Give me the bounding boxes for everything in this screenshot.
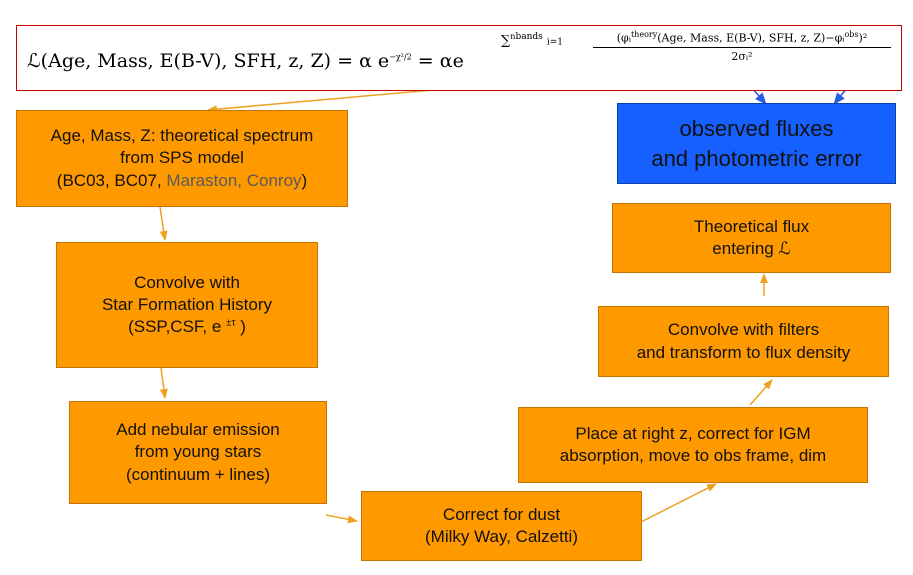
formula-equals: = αe: [417, 50, 464, 72]
arrow-dust-to-igm: [640, 483, 717, 523]
box-filters: Convolve with filters and transform to f…: [598, 306, 889, 377]
sps-line1: Age, Mass, Z: theoretical spectrum: [50, 126, 314, 146]
nebular-line1: Add nebular emission: [116, 420, 280, 440]
formula-denominator: 2σᵢ²: [731, 49, 753, 63]
box-igm: Place at right z, correct for IGM absorp…: [518, 407, 868, 483]
theory-flux-line2: entering ℒ: [712, 239, 791, 258]
arrow-sps-to-sfh: [159, 206, 168, 241]
sps-line3: (BC03, BC07, Maraston, Conroy): [57, 170, 307, 192]
sps-line2: from SPS model: [120, 148, 244, 168]
sps-line3-c: ): [301, 170, 308, 190]
numerator-mid: (Age, Mass, E(B-V), SFH, z, Z)−φᵢ: [657, 31, 845, 45]
nebular-line3: (continuum + lines): [125, 464, 271, 484]
arrow-formula-to-sps: [207, 87, 456, 114]
sfh-line2: Star Formation History: [101, 294, 273, 314]
formula-fraction: (φᵢtheory(Age, Mass, E(B-V), SFH, z, Z)−…: [593, 30, 891, 63]
box-theoretical-flux: Theoretical flux entering ℒ: [612, 203, 891, 273]
sfh-line1: Convolve with: [134, 272, 240, 292]
box-nebular-emission: Add nebular emission from young stars (c…: [69, 401, 327, 504]
numerator-start: (φᵢ: [616, 31, 631, 45]
sum-upper-n: n: [510, 32, 516, 41]
formula-lhs-exponent: −χ²/2: [389, 52, 412, 62]
sum-upper: nbands: [510, 32, 543, 42]
filters-line2: and transform to flux density: [636, 342, 851, 362]
sfh-line3: (SSP,CSF, e ±τ ): [128, 316, 246, 338]
numerator-theory-sup: theory: [630, 30, 658, 39]
dust-line2: (Milky Way, Calzetti): [425, 527, 578, 546]
theory-flux-line1: Theoretical flux: [693, 216, 810, 236]
sum-upper-bands: bands: [515, 32, 543, 42]
sfh-line3-a: (SSP,CSF, e: [128, 317, 227, 337]
arrow-nebular-to-dust: [325, 514, 358, 524]
formula-lhs-text: ℒ(Age, Mass, E(B-V), SFH, z, Z) = α e: [27, 50, 390, 72]
observed-line2: and photometric error: [651, 145, 862, 171]
igm-line1: Place at right z, correct for IGM: [575, 423, 811, 443]
box-dust: Correct for dust (Milky Way, Calzetti): [361, 491, 642, 561]
dust-line1: Correct for dust: [442, 504, 561, 524]
formula-lhs: ℒ(Age, Mass, E(B-V), SFH, z, Z) = α e−χ²…: [27, 50, 464, 72]
likelihood-formula: ℒ(Age, Mass, E(B-V), SFH, z, Z) = α e−χ²…: [16, 25, 902, 91]
arrow-sfh-to-nebular: [159, 367, 168, 399]
observed-line1: observed fluxes: [679, 115, 834, 141]
sfh-line3-sup: ±τ: [226, 317, 236, 329]
sfh-line3-b: ): [235, 317, 246, 337]
box-sfh: Convolve with Star Formation History (SS…: [56, 242, 318, 368]
igm-line2: absorption, move to obs frame, dim: [559, 446, 827, 465]
sum-symbol: ∑: [501, 33, 511, 49]
box-observed-fluxes: observed fluxes and photometric error: [617, 103, 896, 184]
formula-numerator: (φᵢtheory(Age, Mass, E(B-V), SFH, z, Z)−…: [593, 30, 891, 48]
numerator-end: )²: [858, 31, 868, 45]
sps-line3-b: Maraston, Conroy: [166, 170, 302, 190]
formula-sum: ∑nbands i=1: [501, 32, 563, 48]
box-sps-model: Age, Mass, Z: theoretical spectrum from …: [16, 110, 348, 207]
nebular-line2: from young stars: [134, 442, 262, 462]
arrow-igm-to-filters: [749, 379, 773, 406]
filters-line1: Convolve with filters: [667, 320, 820, 340]
numerator-obs-sup: obs: [844, 30, 859, 39]
sps-line3-a: (BC03, BC07,: [56, 170, 167, 190]
sum-lower: i=1: [546, 37, 564, 48]
